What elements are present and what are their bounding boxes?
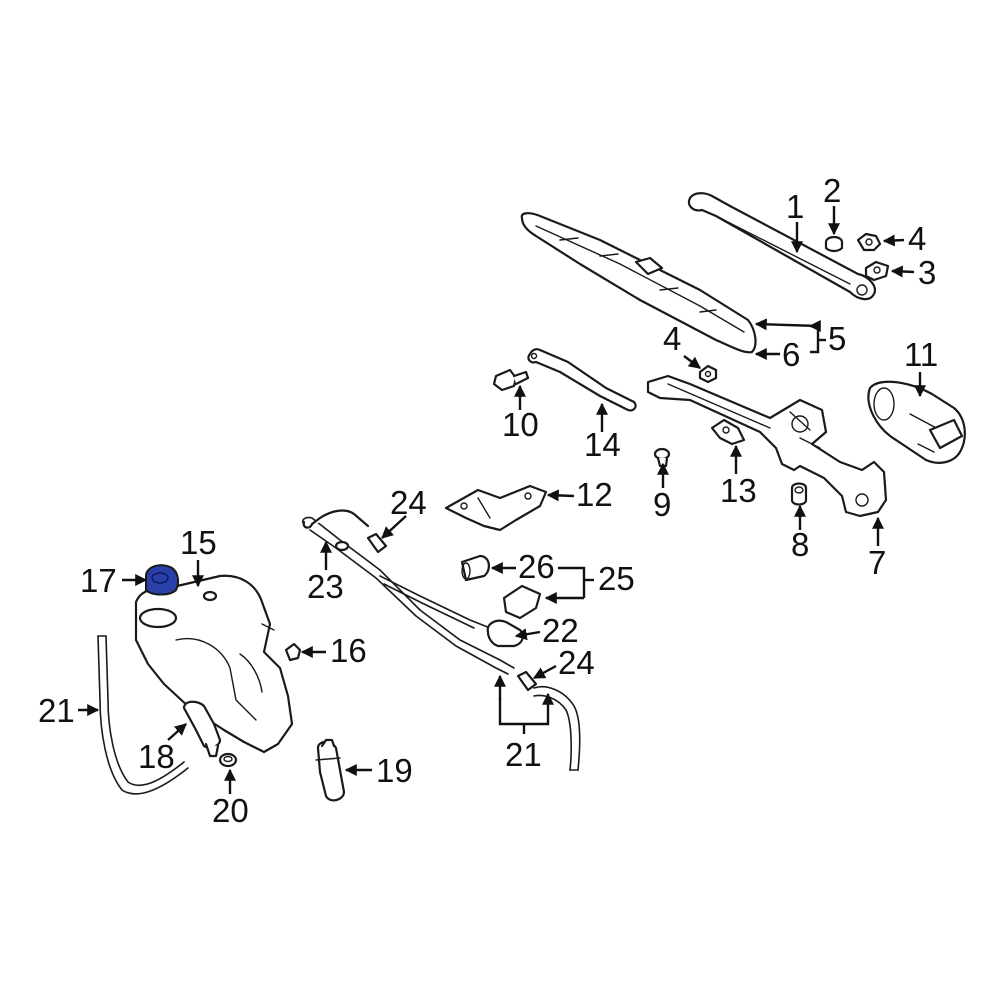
callout-9: 9	[653, 486, 671, 523]
part-sensor[interactable]	[502, 584, 542, 620]
callout-22: 22	[542, 612, 579, 649]
callout-23: 23	[307, 568, 344, 605]
callout-12: 12	[576, 476, 613, 513]
callout-13: 13	[720, 472, 757, 509]
part-pump-seal[interactable]	[218, 752, 238, 768]
callout-18: 18	[138, 738, 175, 775]
part-wiper-blade[interactable]	[520, 212, 757, 354]
part-washer[interactable]	[864, 260, 890, 282]
callout-6: 6	[782, 336, 800, 373]
part-bolt[interactable]	[492, 368, 530, 392]
callout-2: 2	[823, 172, 841, 209]
part-washer-pump[interactable]	[182, 700, 222, 758]
part-switch[interactable]	[460, 554, 490, 582]
callout-20: 20	[212, 792, 249, 829]
part-cap[interactable]	[824, 235, 844, 253]
part-mounting-bracket[interactable]	[444, 484, 548, 532]
callout-16: 16	[330, 632, 367, 669]
callout-25: 25	[598, 560, 635, 597]
callout-15: 15	[180, 524, 217, 561]
callout-21-center: 21	[505, 736, 542, 773]
part-nut-top[interactable]	[856, 232, 882, 252]
callout-8: 8	[791, 526, 809, 563]
callout-17: 17	[80, 562, 117, 599]
part-wiper-arm[interactable]	[687, 192, 876, 301]
part-washer-hose-left[interactable]	[97, 635, 189, 795]
callout-11: 11	[904, 336, 938, 373]
part-washer-hose-right[interactable]	[301, 509, 515, 675]
part-linkage-frame[interactable]	[646, 374, 888, 518]
part-connector-bottom[interactable]	[516, 670, 538, 692]
part-drive-link[interactable]	[527, 348, 637, 412]
part-clip[interactable]	[653, 447, 671, 468]
callout-3: 3	[918, 254, 936, 291]
part-connector-top[interactable]	[366, 532, 388, 554]
part-bracket-small[interactable]	[710, 418, 746, 446]
part-filler-cap-highlighted[interactable]	[145, 564, 180, 596]
part-nut-middle[interactable]	[698, 364, 718, 384]
callout-labels: 1 2 4 3 5 6 4 11 10 14 9 13 8 7 12 24 23…	[38, 172, 938, 829]
callout-26: 26	[518, 548, 555, 585]
part-washer-pump-secondary[interactable]	[315, 738, 346, 802]
callout-5: 5	[828, 320, 846, 357]
callout-4-top: 4	[908, 220, 926, 257]
callout-24-bottom: 24	[558, 644, 595, 681]
leader-lines	[78, 206, 926, 794]
callout-14: 14	[584, 426, 621, 463]
callout-24-top: 24	[390, 484, 427, 521]
callout-4-middle: 4	[663, 320, 681, 357]
part-nozzle[interactable]	[486, 619, 524, 648]
callout-21-left: 21	[38, 692, 75, 729]
callout-1: 1	[786, 188, 804, 225]
callout-7: 7	[868, 544, 886, 581]
callout-10: 10	[502, 406, 539, 443]
part-wiper-motor[interactable]	[867, 380, 966, 464]
part-grommet[interactable]	[790, 482, 808, 506]
callout-19: 19	[376, 752, 413, 789]
part-grommet-small[interactable]	[284, 642, 302, 662]
